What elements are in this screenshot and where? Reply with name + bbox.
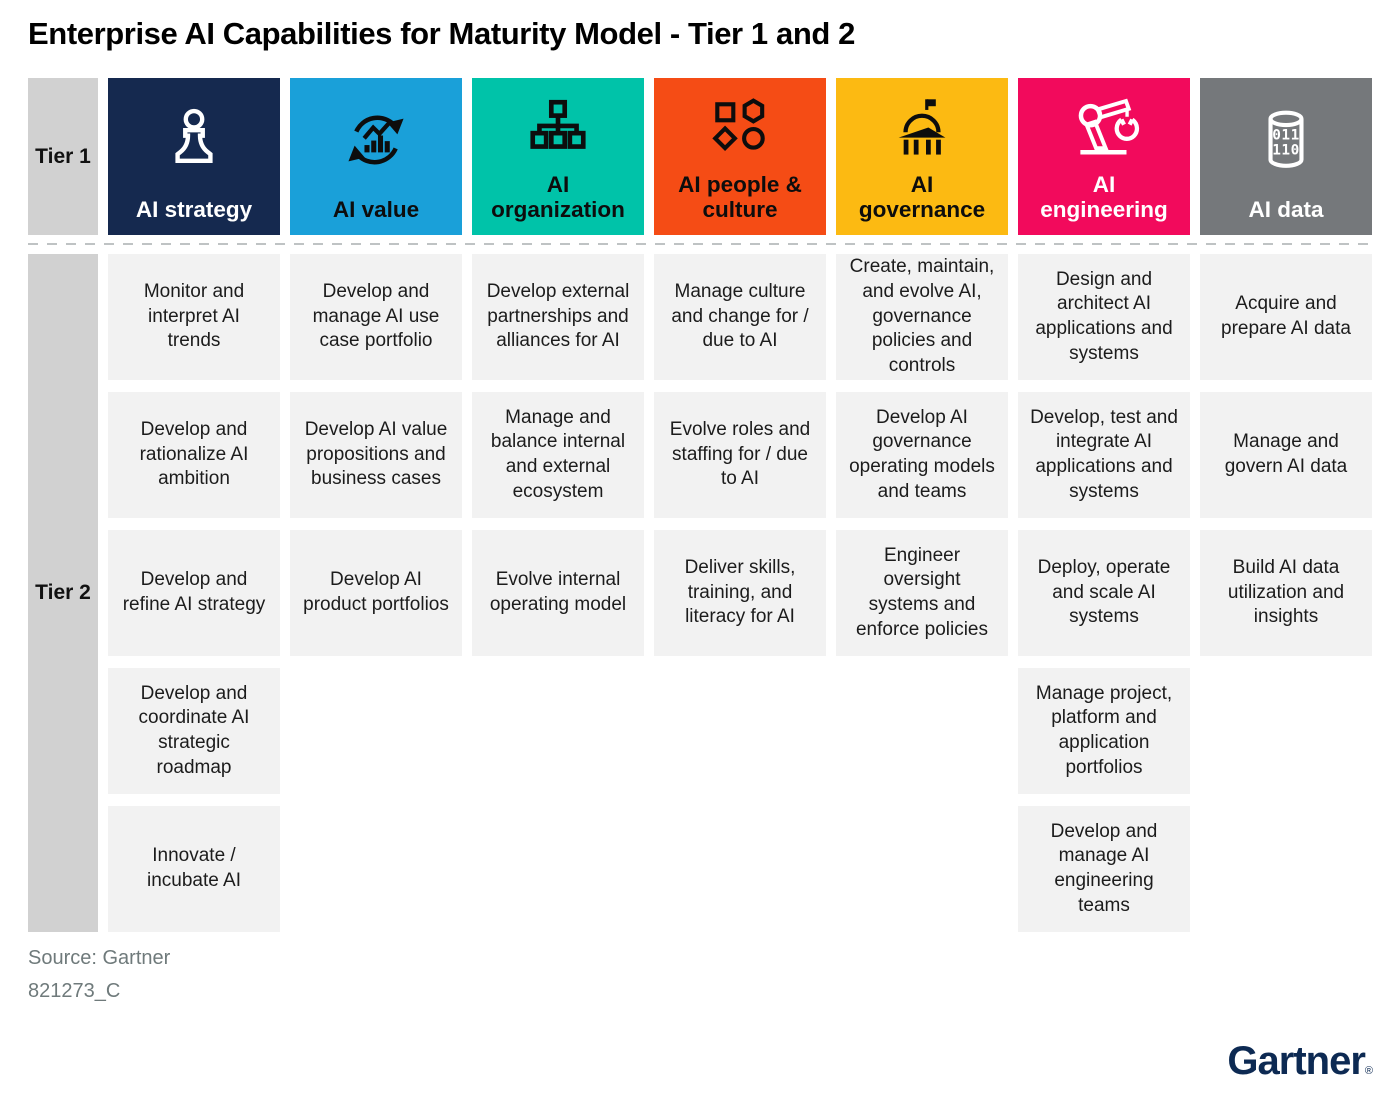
- registered-trademark-icon: ®: [1364, 1065, 1373, 1077]
- column-header-ai-engineering: AI engineering: [1018, 78, 1190, 235]
- database-icon: 011 110: [1253, 78, 1319, 197]
- capability-cell: Monitor and interpret AI trends: [108, 254, 280, 380]
- capability-cell: Innovate / incubate AI: [108, 806, 280, 932]
- capability-cell: Develop AI value propositions and busine…: [290, 392, 462, 518]
- column-label: AI value: [332, 196, 420, 222]
- column-label: AI engineering: [1040, 171, 1168, 222]
- capability-cell: Evolve roles and staffing for / due to A…: [654, 392, 826, 518]
- column-header-ai-organization: AI organization: [472, 78, 644, 235]
- document-id: 821273_C: [28, 980, 121, 1002]
- government-building-icon: [888, 78, 956, 172]
- tier2-capability-grid: Tier 2 Monitor and interpret AI trends D…: [28, 254, 1372, 932]
- capability-cell: Deploy, operate and scale AI systems: [1018, 530, 1190, 656]
- capability-cell: Manage culture and change for / due to A…: [654, 254, 826, 380]
- column-label: AI organization: [491, 171, 625, 222]
- capability-cell: Develop and manage AI engineering teams: [1018, 806, 1190, 932]
- robot-arm-icon: [1068, 78, 1140, 172]
- capability-cell: Build AI data utilization and insights: [1200, 530, 1372, 656]
- column-header-ai-strategy: AI strategy: [108, 78, 280, 235]
- column-header-ai-governance: AI governance: [836, 78, 1008, 235]
- capability-cell: Evolve internal operating model: [472, 530, 644, 656]
- gartner-logo-text: Gartner: [1227, 1039, 1365, 1083]
- capability-cell: Deliver skills, training, and literacy f…: [654, 530, 826, 656]
- cycle-chart-icon: [340, 78, 412, 197]
- shapes-icon: [707, 78, 773, 172]
- source-text: Source: Gartner: [28, 947, 171, 969]
- tier1-label: Tier 1: [28, 78, 98, 235]
- tier2-label: Tier 2: [28, 254, 98, 932]
- capability-cell: Manage project, platform and application…: [1018, 668, 1190, 794]
- svg-text:110: 110: [1272, 143, 1300, 159]
- capability-cell: Develop and refine AI strategy: [108, 530, 280, 656]
- tier-divider-dashed-line: [28, 243, 1372, 245]
- org-chart-icon: [525, 78, 591, 172]
- column-label: AI strategy: [135, 196, 253, 222]
- page-title: Enterprise AI Capabilities for Maturity …: [28, 16, 855, 51]
- column-label: AI governance: [858, 171, 986, 222]
- column-header-ai-data: 011 110 AI data: [1200, 78, 1372, 235]
- column-label: AI data: [1248, 196, 1324, 222]
- capability-cell: Develop and rationalize AI ambition: [108, 392, 280, 518]
- capability-cell: Design and architect AI applications and…: [1018, 254, 1190, 380]
- tier1-header-row: Tier 1 AI strategy: [28, 78, 1372, 235]
- svg-text:011: 011: [1272, 128, 1300, 144]
- gartner-logo: Gartner®: [1227, 1039, 1373, 1084]
- chess-pawn-icon: [159, 78, 229, 197]
- capability-cell: Develop AI product portfolios: [290, 530, 462, 656]
- footer-source-block: Source: Gartner 821273_C: [28, 948, 1372, 1001]
- capability-cell: Engineer oversight systems and enforce p…: [836, 530, 1008, 656]
- capability-cell: Develop AI governance operating models a…: [836, 392, 1008, 518]
- capability-cell: Acquire and prepare AI data: [1200, 254, 1372, 380]
- column-header-ai-people-culture: AI people & culture: [654, 78, 826, 235]
- capability-cell: Manage and balance internal and external…: [472, 392, 644, 518]
- column-label: AI people & culture: [678, 171, 802, 222]
- column-header-ai-value: AI value: [290, 78, 462, 235]
- capability-cell: Create, maintain, and evolve AI, governa…: [836, 254, 1008, 380]
- infographic: Enterprise AI Capabilities for Maturity …: [28, 0, 1373, 1102]
- capability-cell: Manage and govern AI data: [1200, 392, 1372, 518]
- capability-cell: Develop and coordinate AI strategic road…: [108, 668, 280, 794]
- capability-cell: Develop and manage AI use case portfolio: [290, 254, 462, 380]
- capability-cell: Develop, test and integrate AI applicati…: [1018, 392, 1190, 518]
- capability-cell: Develop external partnerships and allian…: [472, 254, 644, 380]
